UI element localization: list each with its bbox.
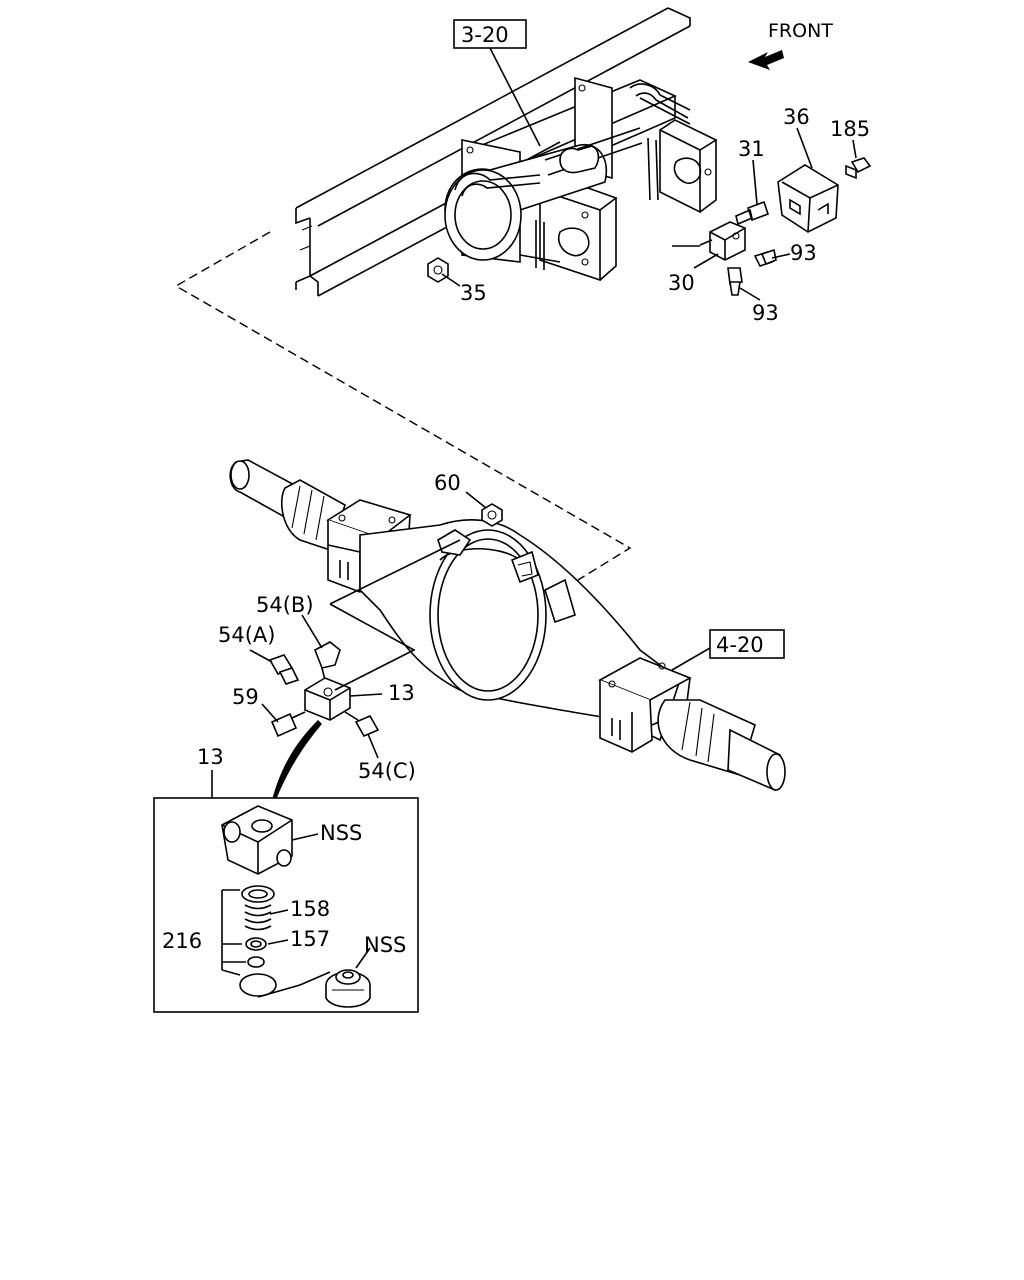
callout-54c[interactable]: 54(C)	[358, 759, 416, 783]
front-indicator: FRONT	[748, 20, 833, 70]
callout-185[interactable]: 185	[830, 117, 870, 141]
callout-13[interactable]: 13	[388, 681, 415, 705]
callout-30[interactable]: 30	[668, 271, 695, 295]
callout-35[interactable]: 35	[460, 281, 487, 305]
rear-axle-assembly	[229, 459, 786, 792]
callout-216[interactable]: 216	[162, 929, 202, 953]
callout-54a[interactable]: 54(A)	[218, 623, 275, 647]
ref-label-frame: 3-20	[461, 23, 509, 47]
tee-fitting-group	[268, 641, 380, 800]
callout-158[interactable]: 158	[290, 897, 330, 921]
callout-157[interactable]: 157	[290, 927, 330, 951]
front-label: FRONT	[768, 20, 833, 42]
callout-labels: 36 185 31 93 30 93 35 60 54(B) 54(A) 13 …	[162, 105, 870, 957]
detail-pointer-arrow	[272, 720, 322, 800]
frame-assembly	[295, 7, 718, 297]
ref-box-frame[interactable]: 3-20	[453, 19, 527, 49]
callout-93-lower[interactable]: 93	[752, 301, 779, 325]
callout-54b[interactable]: 54(B)	[256, 593, 314, 617]
callout-93-upper[interactable]: 93	[790, 241, 817, 265]
front-arrow-icon	[748, 50, 784, 70]
ref-label-axle: 4-20	[716, 633, 764, 657]
callout-nss-top[interactable]: NSS	[320, 821, 362, 845]
leader-lines	[174, 47, 857, 969]
callout-nss-bottom[interactable]: NSS	[364, 933, 406, 957]
callout-60[interactable]: 60	[434, 471, 461, 495]
sensor-valve-group	[427, 157, 872, 296]
detail-box-13	[153, 797, 419, 1013]
callout-59[interactable]: 59	[232, 685, 259, 709]
callout-31[interactable]: 31	[738, 137, 765, 161]
callout-36[interactable]: 36	[783, 105, 810, 129]
ref-box-axle[interactable]: 4-20	[709, 629, 785, 659]
callout-13-detail[interactable]: 13	[197, 745, 224, 769]
